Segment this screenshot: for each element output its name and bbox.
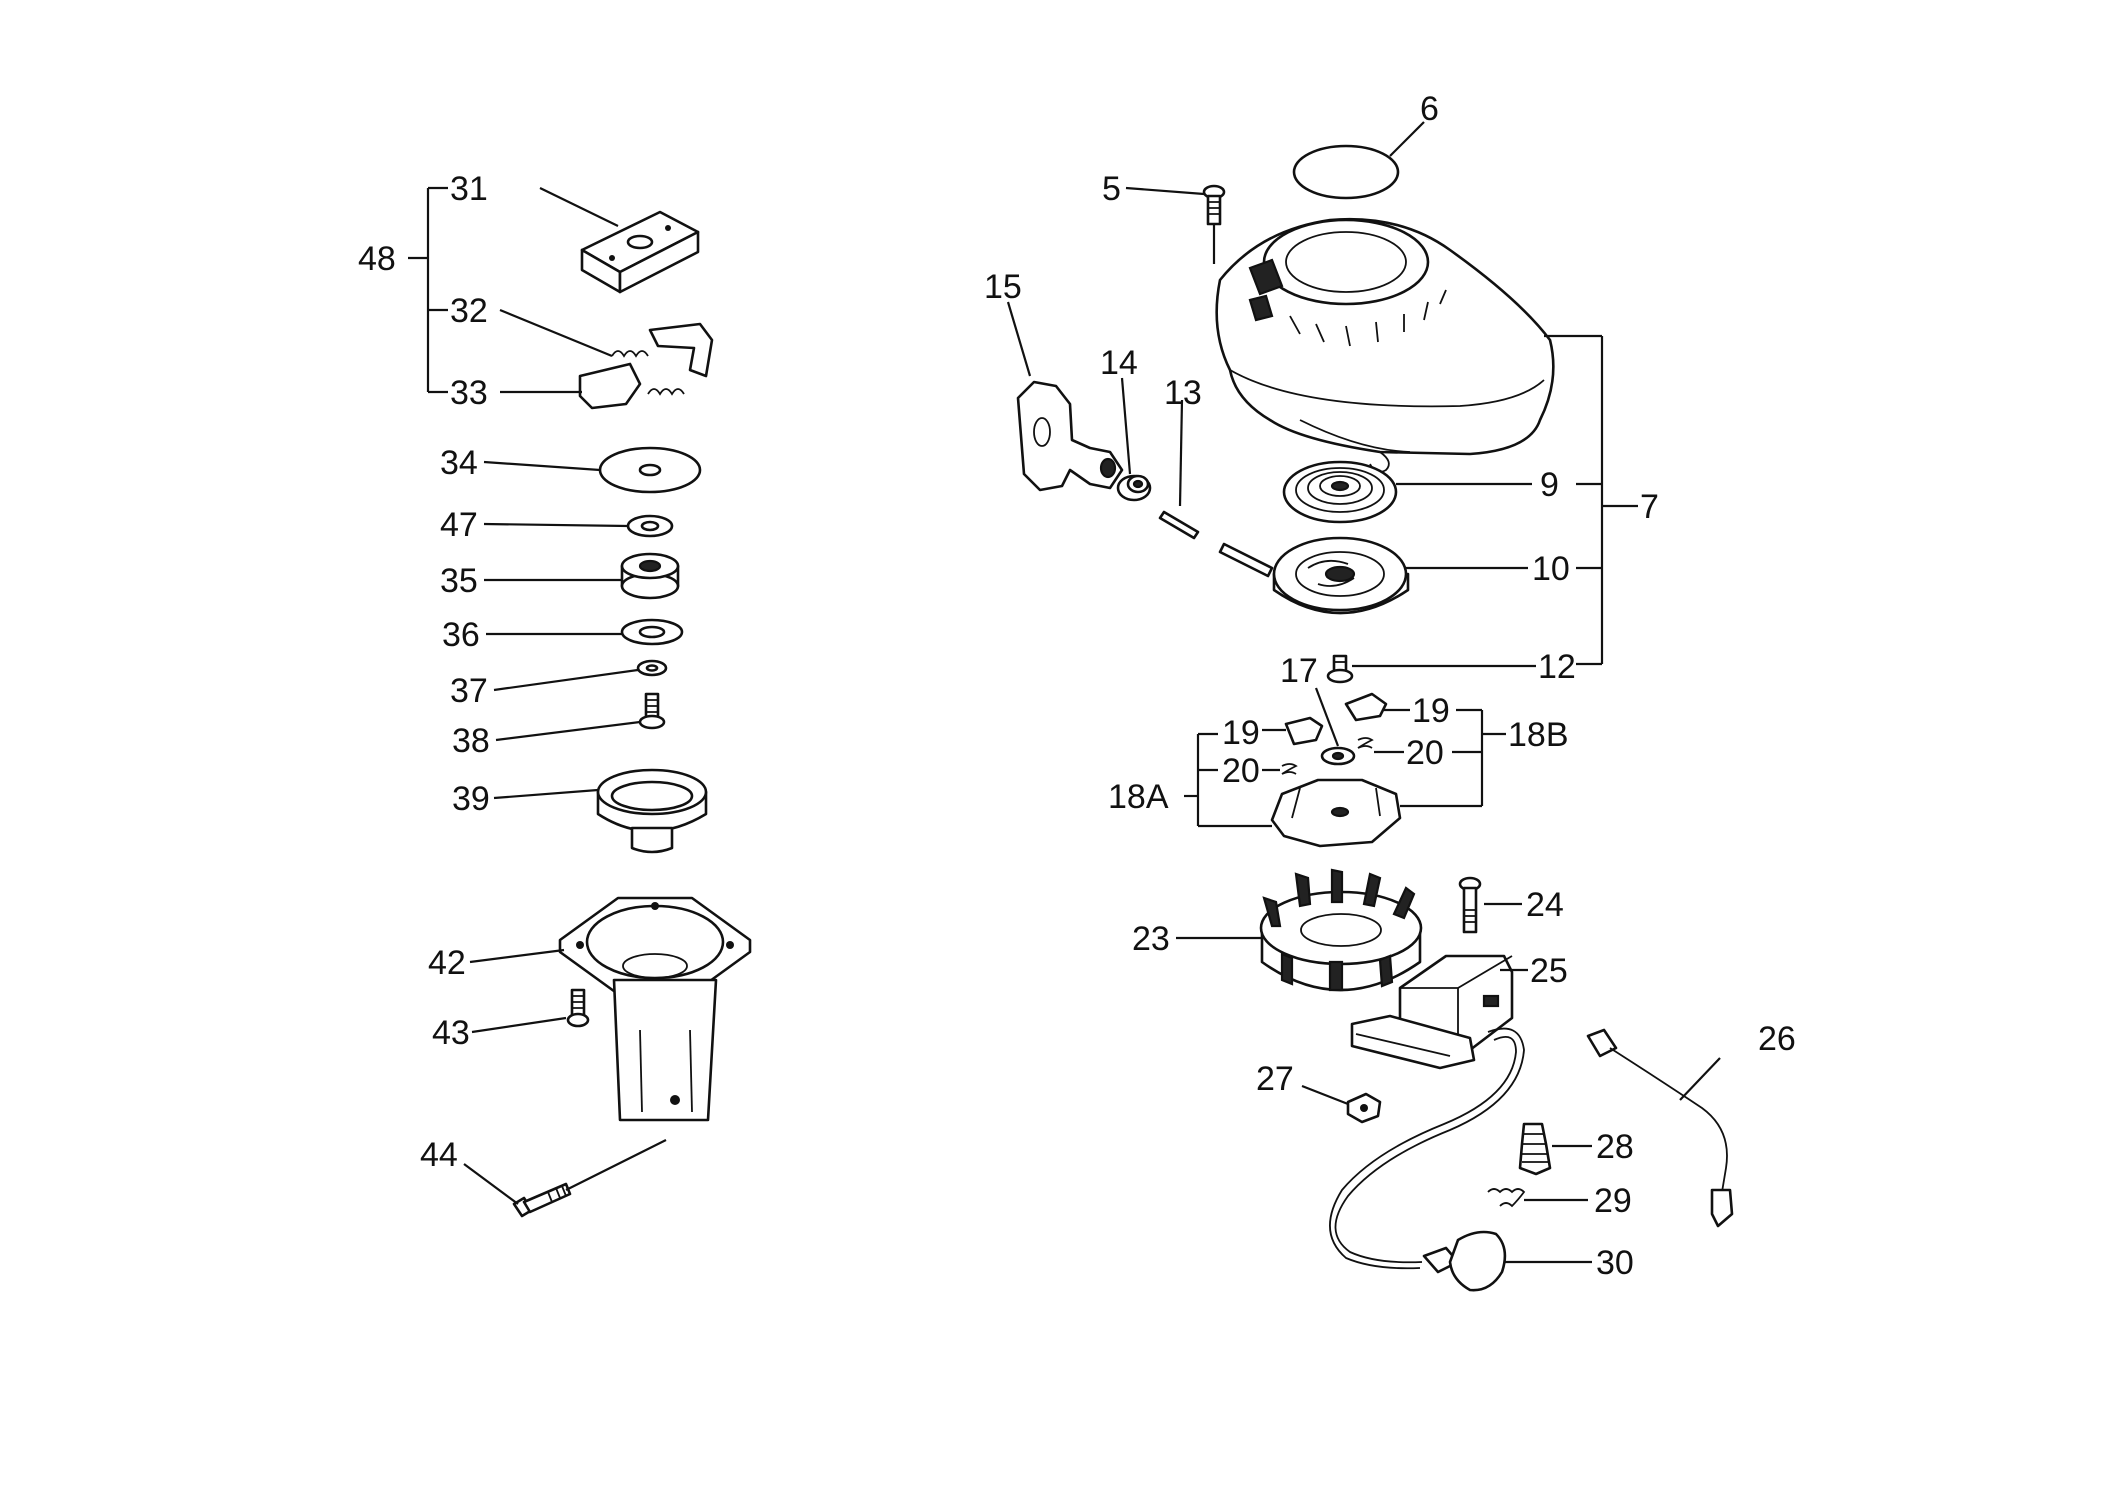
part-14-grommet (1116, 377, 1152, 502)
part-5-bolt (1125, 184, 1226, 264)
part-32-33-clutch-shoes (499, 308, 714, 410)
part-9-recoil-spring (1282, 460, 1602, 524)
callout-labels: 48 31 32 33 34 47 35 36 37 38 39 42 43 4… (358, 90, 1796, 1282)
part-47-washer (483, 514, 674, 538)
label-12: 12 (1538, 648, 1576, 686)
part-20-spring-right (1357, 737, 1404, 754)
label-33: 33 (450, 374, 488, 412)
label-24: 24 (1526, 886, 1564, 924)
label-34: 34 (440, 444, 478, 482)
part-38-bolt (495, 692, 666, 742)
part-19-pawl-left (1262, 716, 1324, 746)
part-31-clutch-plate (539, 187, 700, 294)
part-17-washer (1314, 687, 1356, 766)
label-10: 10 (1532, 550, 1570, 588)
label-39: 39 (452, 780, 490, 818)
label-36: 36 (442, 616, 480, 654)
part-15-starter-handle (1006, 301, 1124, 492)
group-18b-bracket (1400, 708, 1506, 808)
part-37-washer (493, 659, 668, 692)
part-13-rope (1158, 399, 1274, 578)
part-23-flywheel (1176, 868, 1423, 992)
label-47: 47 (440, 506, 478, 544)
part-25-ignition-coil (1329, 954, 1528, 1270)
part-28-terminal (1518, 1122, 1592, 1176)
label-18b: 18B (1508, 716, 1569, 754)
part-30-plug-cap (1422, 1230, 1592, 1292)
label-37: 37 (450, 672, 488, 710)
label-31: 31 (450, 170, 488, 208)
label-26: 26 (1758, 1020, 1796, 1058)
part-24-bolt (1458, 876, 1522, 934)
label-25: 25 (1530, 952, 1568, 990)
label-19a: 19 (1222, 714, 1260, 752)
label-29: 29 (1594, 1182, 1632, 1220)
label-5: 5 (1102, 170, 1121, 208)
part-34-washer (483, 446, 702, 494)
part-35-bearing (484, 552, 680, 600)
label-35: 35 (440, 562, 478, 600)
label-14: 14 (1100, 344, 1138, 382)
label-32: 32 (450, 292, 488, 330)
group-18a-bracket (1184, 732, 1272, 828)
label-44: 44 (420, 1136, 458, 1174)
label-27: 27 (1256, 1060, 1294, 1098)
part-27-nut (1301, 1084, 1382, 1124)
label-38: 38 (452, 722, 490, 760)
label-23: 23 (1132, 920, 1170, 958)
label-42: 42 (428, 944, 466, 982)
label-7: 7 (1640, 488, 1659, 526)
label-15: 15 (984, 268, 1022, 306)
label-30: 30 (1596, 1244, 1634, 1282)
label-6: 6 (1420, 90, 1439, 128)
part-20-spring-left (1262, 763, 1298, 775)
part-6-cap (1292, 121, 1425, 200)
label-19b: 19 (1412, 692, 1450, 730)
label-48: 48 (358, 240, 396, 278)
part-36-washer (486, 618, 684, 646)
label-17: 17 (1280, 652, 1318, 690)
part-12-bolt (1326, 654, 1536, 684)
label-9: 9 (1540, 466, 1559, 504)
label-43: 43 (432, 1014, 470, 1052)
part-19-pawl-right (1344, 692, 1410, 722)
part-26-stop-wire (1586, 1028, 1734, 1228)
part-39-clutch-drum (493, 768, 708, 854)
label-20b: 20 (1406, 734, 1444, 772)
label-18a: 18A (1108, 778, 1169, 816)
part-29-spring (1487, 1188, 1588, 1208)
part-18-pawl-carrier (1270, 778, 1402, 848)
part-10-pulley (1272, 536, 1602, 615)
label-28: 28 (1596, 1128, 1634, 1166)
part-43-bolt (471, 988, 590, 1034)
group-48-bracket (408, 186, 448, 394)
label-20a: 20 (1222, 752, 1260, 790)
part-44-bolt (463, 1139, 667, 1218)
part-42-clutch-housing (469, 896, 752, 1122)
label-13: 13 (1164, 374, 1202, 412)
part-7-starter-housing (1215, 217, 1638, 666)
